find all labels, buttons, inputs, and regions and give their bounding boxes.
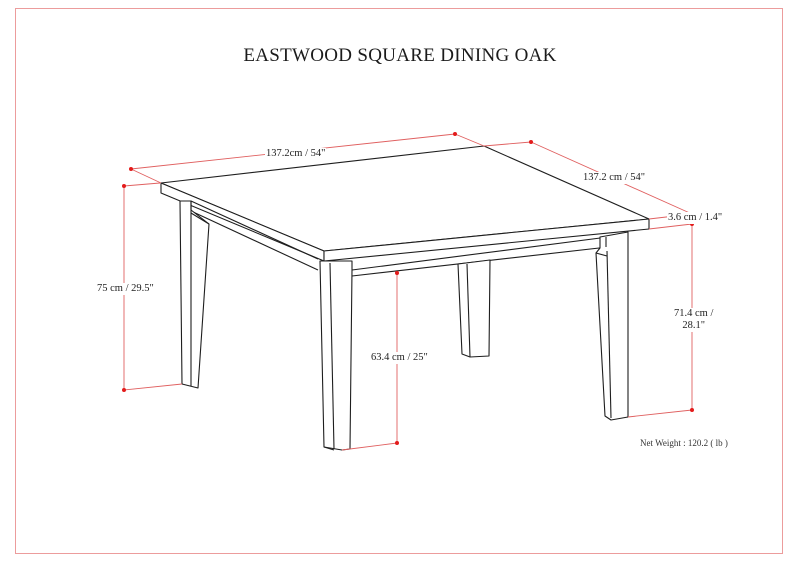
product-title: EASTWOOD SQUARE DINING OAK xyxy=(243,45,557,66)
dimension-top-depth: 137.2 cm / 54" xyxy=(582,172,647,184)
dimension-apron-clearance: 63.4 cm / 25" xyxy=(370,352,429,364)
table-outline xyxy=(160,145,650,451)
diagram-frame xyxy=(15,8,783,554)
dimension-side-height-line1: 71.4 cm / xyxy=(674,308,714,319)
dimension-top-thickness: 3.6 cm / 1.4" xyxy=(667,212,724,224)
dimension-side-height: 71.4 cm / 28.1" xyxy=(673,308,715,332)
net-weight: Net Weight : 120.2 ( lb ) xyxy=(640,438,728,448)
dimension-points xyxy=(122,132,694,445)
dimension-top-width: 137.2cm / 54" xyxy=(265,148,327,160)
dimension-overall-height: 75 cm / 29.5" xyxy=(96,283,155,295)
dimension-side-height-line2: 28.1" xyxy=(682,320,706,331)
